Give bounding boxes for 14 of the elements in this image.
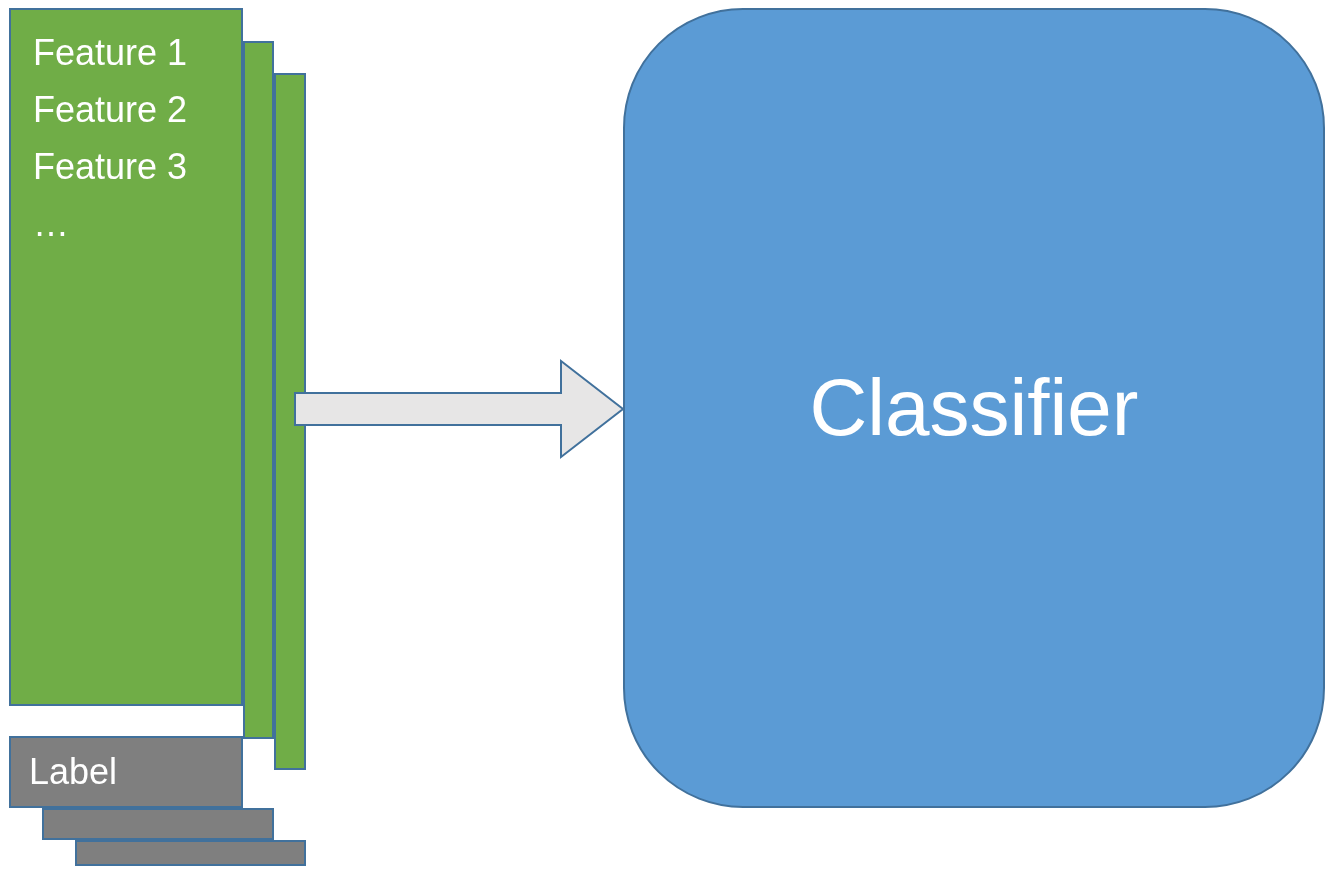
block-arrow <box>294 358 625 460</box>
label-box <box>75 840 306 866</box>
label-text: Label <box>29 752 118 792</box>
feature-text: Feature 1 <box>33 31 188 75</box>
feature-text: Feature 2 <box>33 88 188 132</box>
feature-card <box>243 41 274 739</box>
label-box <box>9 736 243 808</box>
feature-text: Feature 3 <box>33 145 188 189</box>
feature-card <box>274 73 306 770</box>
classifier-title: Classifier <box>809 362 1139 454</box>
label-box <box>42 808 274 840</box>
classifier-box <box>623 8 1325 808</box>
feature-card <box>9 8 243 706</box>
feature-text: … <box>33 202 69 246</box>
